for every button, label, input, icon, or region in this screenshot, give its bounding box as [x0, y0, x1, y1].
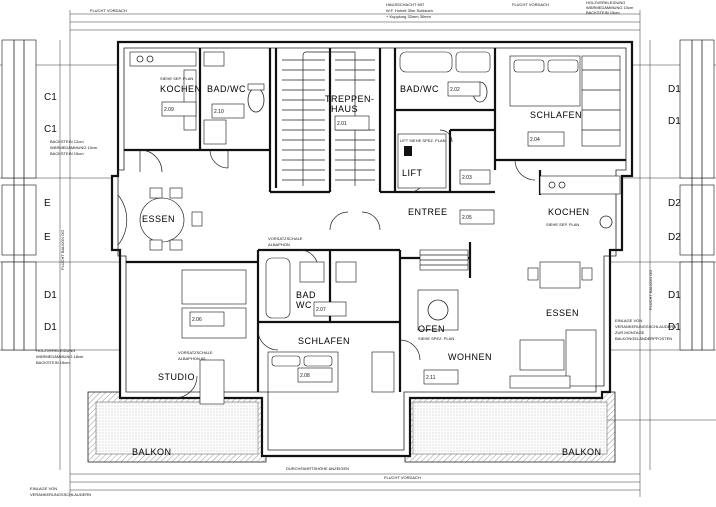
note-backstein-l3: BACKSTEIN 15cm	[36, 360, 70, 365]
axis-left-3: E	[44, 198, 51, 209]
note-backstein-l2: BACKSTEIN 15cm	[50, 151, 84, 156]
room-balkon-right: BALKON	[562, 447, 602, 457]
interior-walls	[124, 48, 626, 392]
note-einlage-r1: EINLAGE VON	[615, 318, 642, 323]
room-entree: ENTREE	[408, 207, 448, 217]
note-einlage-r3: ZUR MONTAGE	[615, 330, 645, 335]
note-vorsatz-3: VORSATZSCHALE	[178, 350, 213, 355]
axis-left-4: E	[44, 232, 51, 243]
annotations: FLUCHT VORDACH HAUSSCHACHT MIT W.F. Hohe…	[30, 0, 676, 497]
note-durchfahrt: DURCHFAHRTSHÖHE ANZEIGEN	[286, 466, 349, 471]
note-holzverkleidung-tr: HOLZVERKLEIDUNG	[586, 0, 625, 5]
room-wc-mid: WC	[296, 300, 312, 310]
room-essen-left: ESSEN	[142, 214, 175, 224]
axis-right-1: D1	[668, 84, 681, 95]
note-einlage-r2: VERANKERUNGSSCHLAUDERN	[615, 324, 676, 329]
area-tag-lift: 2.03	[462, 175, 472, 181]
note-flucht-vordach-tr: FLUCHT VORDACH	[512, 2, 549, 7]
area-tag-schlafen-t: 2.04	[530, 137, 540, 143]
note-lift: LIFT SIEHE SPEZ. PLAN	[400, 138, 446, 143]
axis-right-2: D1	[668, 116, 681, 127]
note-waerme-l1: WÄRMEDÄMMUNG 10cm	[50, 145, 98, 150]
note-einlage-r4: BALKONGELÄNDERPFOSTEN	[615, 336, 672, 341]
note-hausschacht-1: HAUSSCHACHT MIT	[386, 2, 425, 7]
area-tag-studio: 2.06	[192, 317, 202, 323]
note-backstein-tr: BACKSTEIN 15cm	[586, 10, 620, 15]
area-tag-wohnen: 2.11	[426, 375, 436, 381]
note-hausschacht-3: + Kupplung 32mm 30mm	[386, 14, 431, 19]
note-flucht-vordach-b: FLUCHT VORDACH	[384, 475, 421, 480]
area-tag-treppe: 2.01	[337, 121, 347, 127]
room-schlafen-mid: SCHLAFEN	[298, 336, 350, 346]
note-kochen-r: SIEHE SEP. PLAN	[546, 222, 579, 227]
bedroom-top-furniture	[509, 55, 621, 147]
note-hausschacht-2: W.F. Hoheit 30m Schlauch	[386, 8, 433, 13]
room-treppenhaus-2: HAUS	[331, 104, 358, 114]
living-furniture	[417, 289, 597, 389]
entree-furniture	[419, 249, 469, 271]
room-balkon-left: BALKON	[132, 447, 172, 457]
area-tag-bad-mid: 2.07	[316, 307, 326, 313]
bedroom-mid-furniture	[267, 351, 395, 393]
note-flucht-vordach-tl: FLUCHT VORDACH	[90, 8, 127, 13]
room-ofen: OFEN	[418, 324, 445, 334]
room-bad-mid: BAD	[296, 290, 316, 300]
note-kochen-l: SIEHE SEP. PLAN	[160, 76, 193, 81]
axis-left-5: D1	[44, 290, 57, 301]
room-kochen-right: KOCHEN	[548, 207, 590, 217]
room-kochen-left: KOCHEN	[160, 84, 202, 94]
dining-left-furniture	[139, 187, 203, 251]
area-tag-entree: 2.05	[462, 215, 472, 221]
lift-shaft	[397, 133, 447, 189]
note-ofen: SIEHE SPEZ. PLAN	[418, 336, 454, 341]
axis-right-3: D2	[668, 198, 681, 209]
room-labels: KOCHEN BAD/WC TREPPEN- HAUS BAD/WC SCHLA…	[132, 84, 602, 457]
kitchen-right-furniture	[527, 175, 621, 289]
room-schlafen-top: SCHLAFEN	[530, 110, 582, 120]
axis-left-1: C1	[44, 92, 57, 103]
note-einlage-bl2: VERANKERUNGSSCHLAUDERN	[30, 492, 91, 497]
left-axis-labels: C1 C1 E E D1 D1	[1, 39, 57, 351]
area-tag-schlafen-mid: 2.08	[300, 373, 310, 379]
note-flucht-balkon-l: FLUCHT BALKON OG	[60, 230, 65, 270]
room-bad-wc-left: BAD/WC	[207, 84, 246, 94]
axis-right-5: D1	[668, 290, 681, 301]
note-waerme-l2: WÄRMEDÄMMUNG 18cm	[36, 354, 84, 359]
area-tag-kochen: 2.09	[164, 107, 174, 113]
right-axis-labels: D1 D1 D2 D2 D1 D1	[668, 39, 715, 351]
room-essen-right: ESSEN	[546, 308, 579, 318]
note-vorsatz-2: ALBAPHON	[268, 242, 290, 247]
note-flucht-balkon-r: FLUCHT BALKON OG	[648, 270, 653, 310]
note-waermedaemmung-tr: WÄRMEDÄMMUNG 10cm	[586, 5, 634, 10]
room-wohnen: WOHNEN	[448, 352, 492, 362]
bath-mid-furniture	[265, 257, 357, 319]
area-tag-bad-l: 2.10	[214, 109, 224, 115]
area-tag-bad-r: 2.02	[450, 87, 460, 93]
note-backstein-l1: BACKSTEIN 12cm	[50, 139, 84, 144]
room-lift: LIFT	[402, 168, 423, 178]
note-vorsatz-4: ALBAPHON 60	[178, 356, 206, 361]
note-holz-l: HOLZVERKLEIDUNG	[36, 348, 75, 353]
bath-left-furniture	[203, 51, 265, 145]
axis-right-4: D2	[668, 232, 681, 243]
room-studio: STUDIO	[158, 372, 195, 382]
axis-left-6: D1	[44, 322, 57, 333]
note-einlage-bl1: EINLAGE VON	[30, 486, 57, 491]
axis-left-2: C1	[44, 124, 57, 135]
area-tags: 2.09 2.10 2.01 2.02 2.04 2.03 2.05 2.06 …	[161, 81, 565, 385]
stairs	[282, 51, 375, 186]
doors	[117, 129, 536, 399]
room-treppenhaus-1: TREPPEN-	[325, 94, 375, 104]
room-bad-wc-right: BAD/WC	[400, 84, 439, 94]
axis-right-6: D1	[668, 322, 681, 333]
note-vorsatz-1: VORSATZSCHALE	[268, 236, 303, 241]
